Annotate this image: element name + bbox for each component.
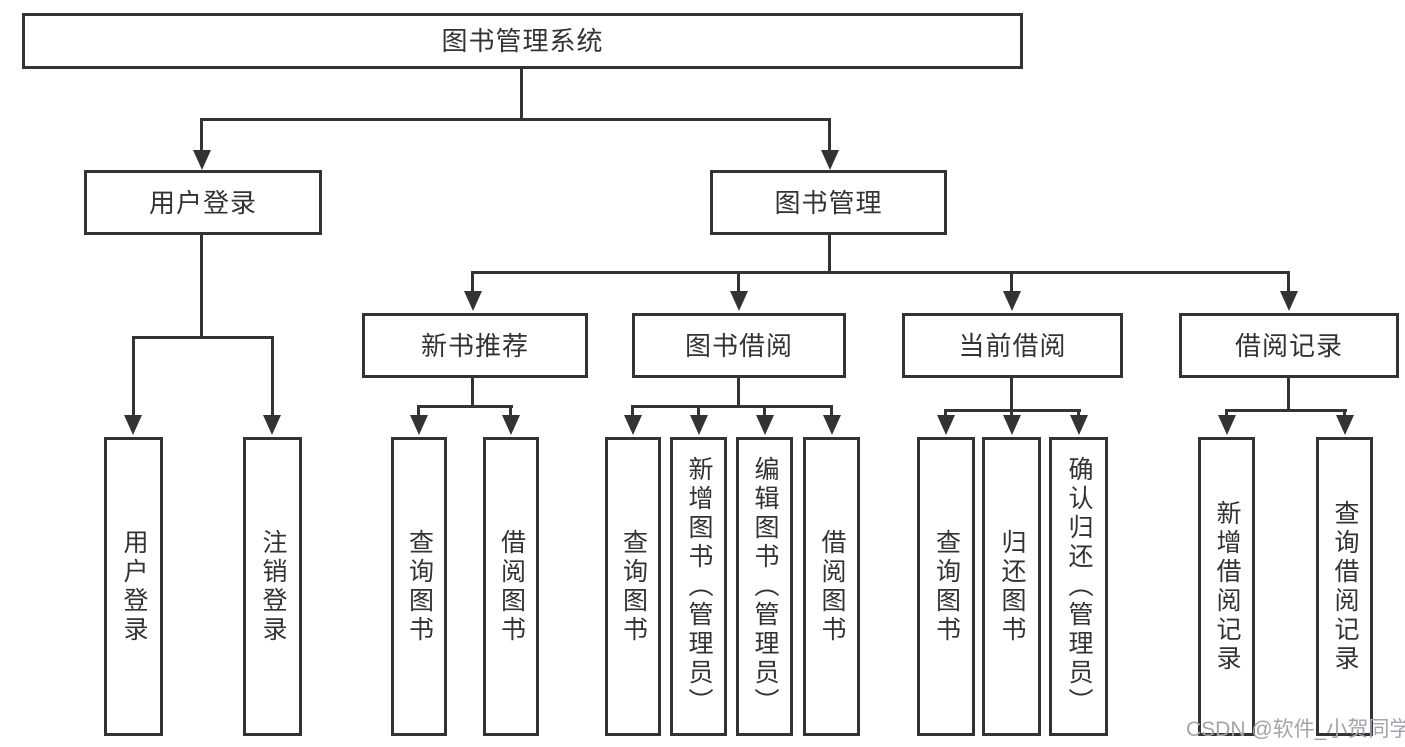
node-book-management-label: 图书管理 [774, 187, 883, 218]
node-borrow-records: 借阅记录 [1179, 313, 1399, 378]
arrow-shaft-to-leaf-borrow-books-borrowing [830, 405, 833, 417]
arrowhead-down-to-book-management [821, 150, 839, 170]
leaf-add-book-admin: 新增图书（管理员） [670, 437, 727, 736]
arrowhead-down-to-leaf-logout [263, 415, 281, 435]
node-user-login-label: 用户登录 [148, 187, 257, 218]
connector-user-login-stem [200, 233, 203, 338]
arrow-shaft-to-borrow-records [1287, 271, 1290, 293]
leaf-borrow-books-recommend: 借阅图书 [483, 437, 539, 736]
arrowhead-down-to-leaf-add-borrow-record [1218, 415, 1236, 435]
arrow-shaft-to-leaf-query-books-current [944, 409, 947, 417]
arrow-shaft-to-leaf-borrow-books-recommend [509, 405, 512, 417]
leaf-query-books-current: 查询图书 [917, 437, 975, 736]
connector-borrow-records-bar [1225, 409, 1347, 412]
arrowhead-down-to-leaf-edit-book-admin [756, 415, 774, 435]
connector-book-borrowing-bar [631, 405, 833, 408]
arrowhead-down-to-leaf-query-books-current [937, 415, 955, 435]
arrow-shaft-to-leaf-query-books-recommend [417, 405, 420, 417]
arrow-shaft-to-leaf-confirm-return-admin [1077, 409, 1080, 417]
connector-borrow-records-stem [1287, 376, 1290, 411]
leaf-user-login-label: 用户登录 [120, 528, 148, 645]
arrowhead-down-to-new-book-recommend [464, 291, 482, 311]
node-root: 图书管理系统 [22, 13, 1023, 69]
connector-new-book-recommend-bar [417, 405, 513, 408]
arrowhead-down-to-user-login [193, 150, 211, 170]
leaf-logout-label: 注销登录 [259, 528, 287, 645]
leaf-query-books-recommend-label: 查询图书 [405, 528, 434, 645]
leaf-add-borrow-record: 新增借阅记录 [1198, 437, 1255, 736]
leaf-return-book-label: 归还图书 [998, 528, 1026, 645]
arrowhead-down-to-book-borrowing [730, 291, 748, 311]
leaf-borrow-books-borrowing: 借阅图书 [803, 437, 860, 736]
leaf-user-login: 用户登录 [104, 437, 163, 736]
arrow-shaft-to-leaf-logout [271, 336, 274, 416]
arrowhead-down-to-leaf-borrow-books-recommend [502, 415, 520, 435]
node-book-borrowing: 图书借阅 [632, 313, 846, 378]
arrow-shaft-to-leaf-add-book-admin [697, 405, 700, 417]
arrow-shaft-to-leaf-add-borrow-record [1225, 409, 1228, 417]
watermark-text: CSDN @软件_小贺同学 [1186, 718, 1405, 741]
arrow-shaft-to-leaf-user-login [132, 336, 135, 416]
leaf-return-book: 归还图书 [982, 437, 1041, 736]
arrowhead-down-to-leaf-return-book [1003, 415, 1021, 435]
leaf-confirm-return-admin-label: 确认归还（管理员） [1065, 456, 1093, 717]
node-user-login: 用户登录 [84, 170, 322, 235]
arrow-shaft-to-book-management [828, 118, 831, 152]
node-new-book-recommend: 新书推荐 [362, 313, 588, 378]
arrowhead-down-to-leaf-query-borrow-record [1336, 415, 1354, 435]
leaf-logout: 注销登录 [243, 437, 302, 736]
leaf-query-books-borrowing-label: 查询图书 [619, 528, 648, 645]
arrowhead-down-to-leaf-confirm-return-admin [1070, 415, 1088, 435]
arrow-shaft-to-current-borrowing [1010, 271, 1013, 293]
leaf-query-books-recommend: 查询图书 [391, 437, 447, 736]
node-root-label: 图书管理系统 [441, 26, 604, 56]
connector-book-management-bar [471, 271, 1290, 274]
leaf-query-books-borrowing: 查询图书 [605, 437, 661, 736]
connector-user-login-bar [132, 336, 274, 339]
arrow-shaft-to-user-login [200, 118, 203, 152]
node-book-borrowing-label: 图书借阅 [684, 330, 793, 361]
leaf-query-books-current-label: 查询图书 [932, 528, 961, 645]
connector-level1-bar [201, 118, 831, 121]
arrow-shaft-to-leaf-query-borrow-record [1343, 409, 1346, 417]
arrowhead-down-to-borrow-records [1280, 291, 1298, 311]
arrow-shaft-to-leaf-query-books-borrowing [631, 405, 634, 417]
leaf-confirm-return-admin: 确认归还（管理员） [1049, 437, 1108, 736]
connector-book-borrowing-stem [737, 376, 740, 407]
leaf-add-book-admin-label: 新增图书（管理员） [685, 456, 713, 717]
arrow-shaft-to-book-borrowing [737, 271, 740, 293]
node-borrow-records-label: 借阅记录 [1234, 330, 1343, 361]
connector-current-borrowing-stem [1010, 376, 1013, 411]
arrowhead-down-to-leaf-borrow-books-borrowing [823, 415, 841, 435]
leaf-edit-book-admin: 编辑图书（管理员） [736, 437, 793, 736]
node-current-borrowing: 当前借阅 [902, 313, 1123, 378]
arrowhead-down-to-leaf-query-books-borrowing [624, 415, 642, 435]
arrowhead-down-to-leaf-user-login [124, 415, 142, 435]
arrowhead-down-to-current-borrowing [1003, 291, 1021, 311]
leaf-edit-book-admin-label: 编辑图书（管理员） [751, 456, 779, 717]
connector-new-book-recommend-stem [471, 376, 474, 407]
arrow-shaft-to-leaf-return-book [1010, 409, 1013, 417]
leaf-borrow-books-borrowing-label: 借阅图书 [818, 528, 846, 645]
leaf-query-borrow-record-label: 查询借阅记录 [1331, 499, 1359, 674]
connector-root-stem [520, 68, 523, 120]
leaf-add-borrow-record-label: 新增借阅记录 [1213, 499, 1241, 674]
node-book-management: 图书管理 [710, 170, 947, 235]
arrowhead-down-to-leaf-add-book-admin [690, 415, 708, 435]
arrow-shaft-to-leaf-edit-book-admin [763, 405, 766, 417]
arrow-shaft-to-new-book-recommend [471, 271, 474, 293]
leaf-borrow-books-recommend-label: 借阅图书 [497, 528, 526, 645]
leaf-query-borrow-record: 查询借阅记录 [1316, 437, 1373, 736]
node-new-book-recommend-label: 新书推荐 [420, 330, 529, 361]
connector-book-management-stem [828, 233, 831, 273]
node-current-borrowing-label: 当前借阅 [958, 330, 1067, 361]
arrowhead-down-to-leaf-query-books-recommend [410, 415, 428, 435]
